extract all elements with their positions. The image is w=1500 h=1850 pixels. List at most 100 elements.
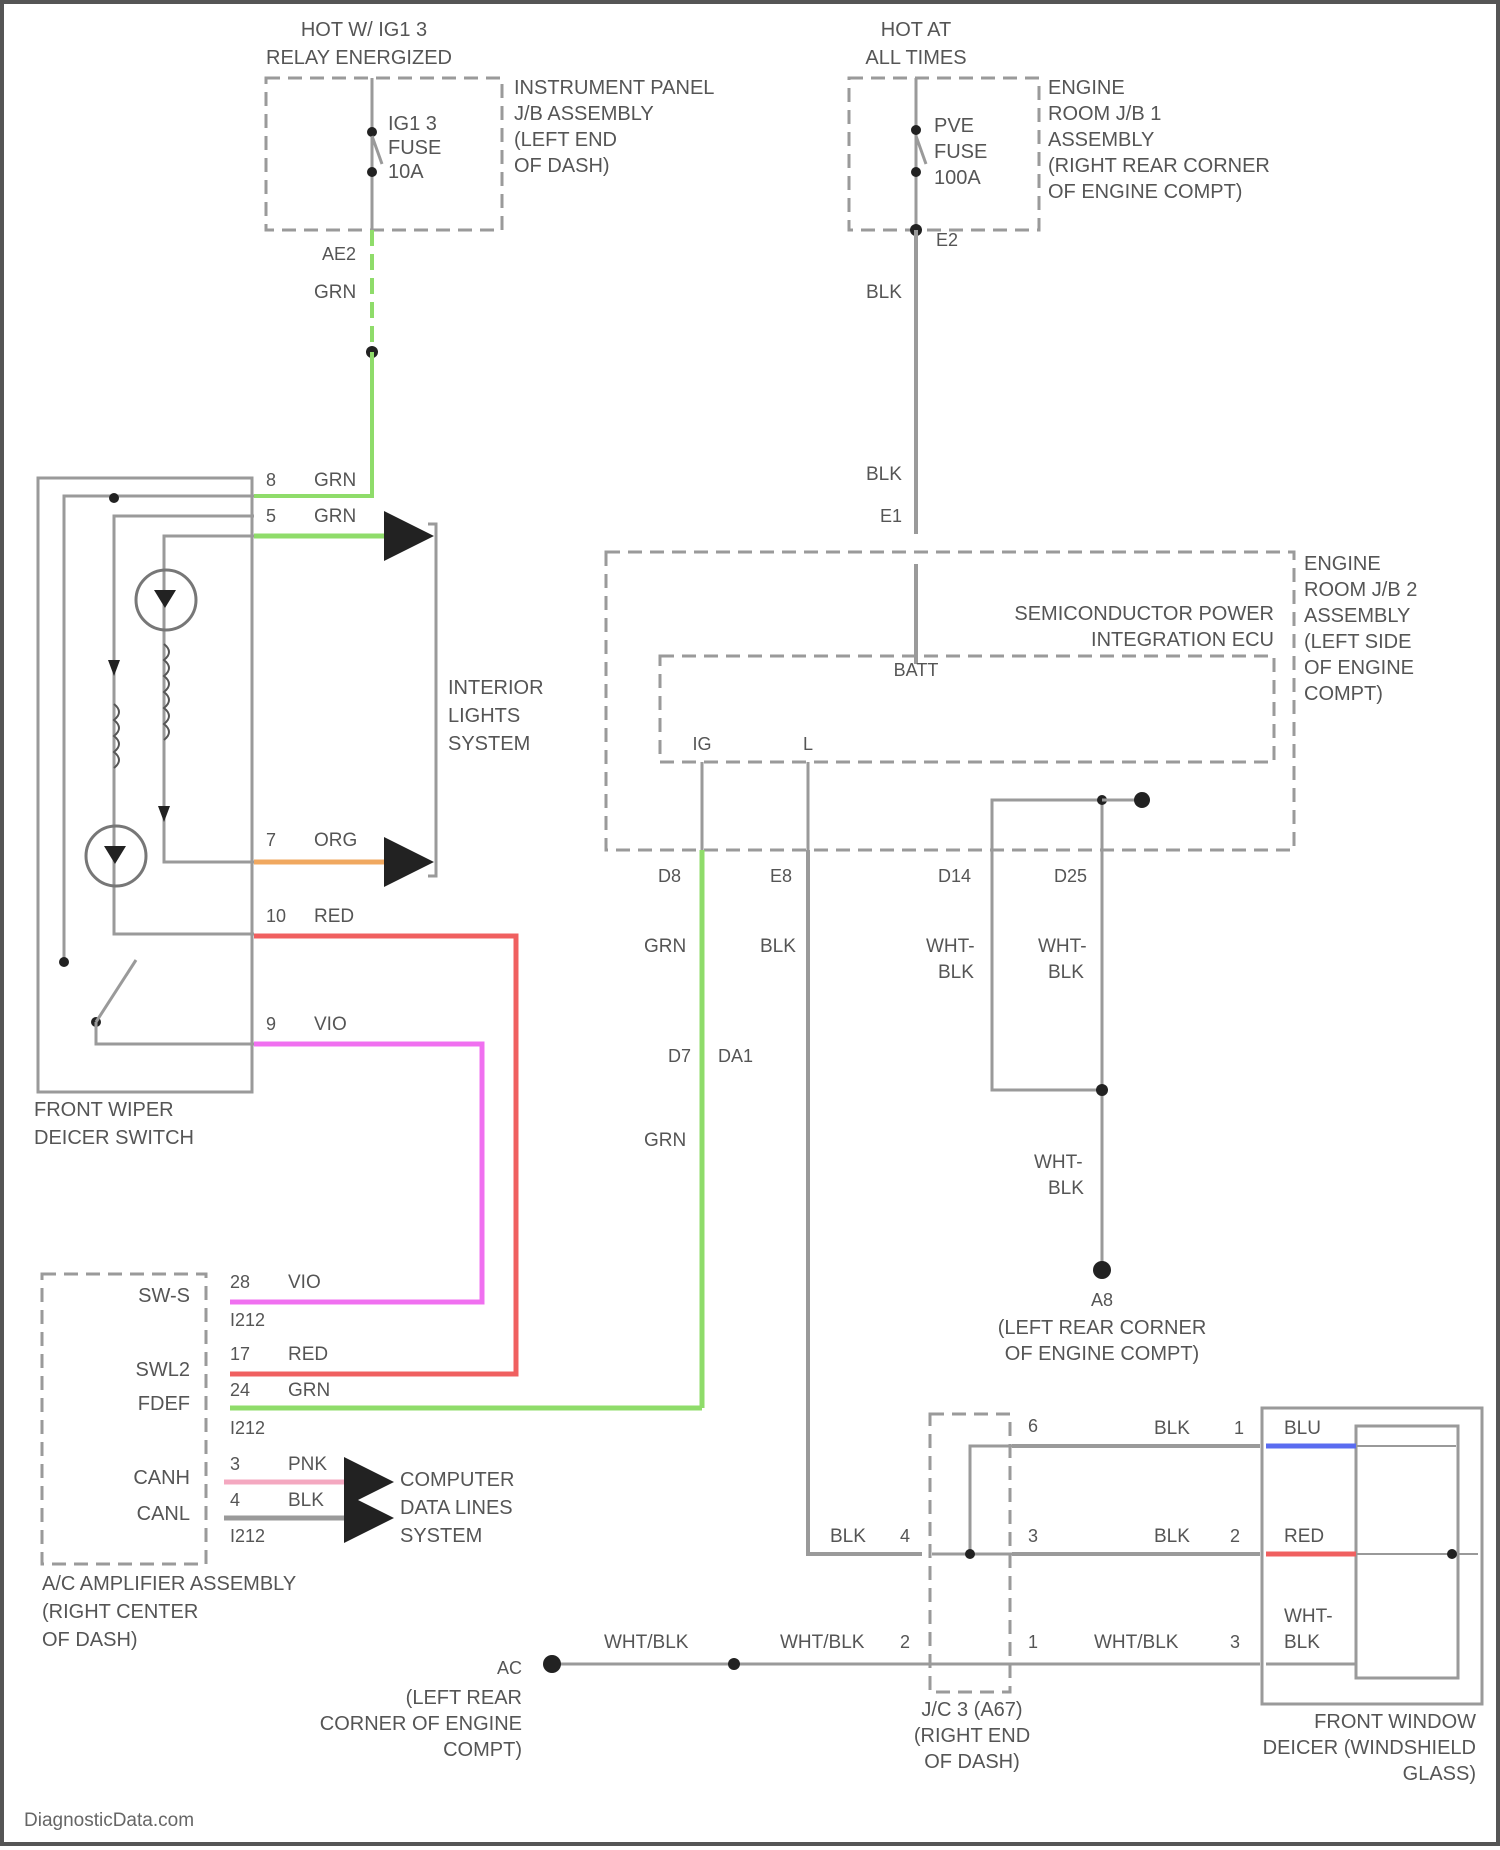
amp-pin-canl: CANL (137, 1503, 190, 1525)
fuse-node (911, 125, 921, 135)
jc-internal-6 (932, 1446, 1012, 1554)
heater-grid (1356, 1446, 1478, 1554)
wire-color-blk: BLK (1154, 1526, 1190, 1547)
wire-color-wht: WHT- (1034, 1152, 1083, 1173)
wire-color-blk: BLK (288, 1490, 324, 1511)
wire-color-wht: WHT- (926, 936, 975, 957)
pin-l: L (803, 734, 813, 754)
ground-a8-label-3: OF ENGINE COMPT) (1005, 1343, 1199, 1365)
connector-ae2: AE2 (322, 244, 356, 264)
er-jb2-box (606, 552, 1294, 850)
fuse-node (367, 127, 377, 137)
wire-color-vio: VIO (314, 1014, 347, 1035)
wire-color-pnk: PNK (288, 1454, 327, 1475)
ip-jb-label-2: J/B ASSEMBLY (514, 103, 654, 125)
wire-color-grn: GRN (314, 506, 356, 527)
wht-blk-d14-wire (992, 850, 1102, 1090)
wire-color-blk: BLK (760, 936, 796, 957)
wire-color-blk: BLK (1154, 1418, 1190, 1439)
spi-ecu-label-2: INTEGRATION ECU (1091, 629, 1274, 651)
interior-bracket (428, 524, 436, 876)
switch-internal-b (164, 536, 254, 862)
er-jb2-label-2: ROOM J/B 2 (1304, 579, 1417, 601)
wire-color-wht-blk: WHT/BLK (604, 1632, 689, 1653)
connector-e2: E2 (936, 230, 958, 250)
ig-fuse-label-1: IG1 3 (388, 113, 437, 135)
jc3-label-3: OF DASH) (924, 1751, 1020, 1773)
ground-point (1134, 792, 1150, 808)
jc-pin-4: 4 (900, 1526, 910, 1546)
fuse-node (911, 167, 921, 177)
switch-pin-10: 10 (266, 906, 286, 926)
deicer-label-2: DEICER (WINDSHIELD (1263, 1737, 1476, 1759)
wire-color-blk: BLK (830, 1526, 866, 1547)
switch-pin-7: 7 (266, 830, 276, 850)
hot-ig1-label-1: HOT W/ IG1 3 (301, 19, 427, 41)
wire-color-blk: BLK (866, 464, 902, 485)
ig-fuse-label-2: FUSE (388, 137, 441, 159)
wire-color-grn: GRN (314, 470, 356, 491)
wire-color-wht-blk: WHT/BLK (1094, 1632, 1179, 1653)
watermark: DiagnosticData.com (24, 1810, 194, 1831)
switch-contact (59, 957, 69, 967)
heater-node (1447, 1549, 1457, 1559)
comp-data-label-1: COMPUTER (400, 1469, 514, 1491)
wire-color-grn: GRN (314, 282, 356, 303)
amp-pin-17: 17 (230, 1344, 250, 1364)
er-jb2-label-5: OF ENGINE (1304, 657, 1414, 679)
red-wire (230, 936, 516, 1374)
amp-pin-3: 3 (230, 1454, 240, 1474)
connector-i212: I212 (230, 1526, 265, 1546)
ig-fuse-label-3: 10A (388, 161, 424, 183)
er-jb1-label-1: ENGINE (1048, 77, 1125, 99)
wire-color-blk: BLK (1284, 1632, 1320, 1653)
wire-color-red: RED (288, 1344, 328, 1365)
ip-jb-label-4: OF DASH) (514, 155, 610, 177)
ground-a8-icon (1093, 1261, 1111, 1279)
hot-all-label-1: HOT AT (881, 19, 951, 41)
ground-ac-label-2: (LEFT REAR (406, 1687, 522, 1709)
wiring-diagram: HOT W/ IG1 3 RELAY ENERGIZED IG1 3 FUSE … (4, 4, 1500, 1850)
connector-e1: E1 (880, 506, 902, 526)
wire-color-red: RED (1284, 1526, 1324, 1547)
wire-color-blk: BLK (1048, 1178, 1084, 1199)
connector-i212: I212 (230, 1418, 265, 1438)
wire-color-wht-blk: WHT/BLK (780, 1632, 865, 1653)
er-jb2-label-4: (LEFT SIDE (1304, 631, 1411, 653)
fwd-switch-label-1: FRONT WIPER (34, 1099, 174, 1121)
jc-pin-6: 6 (1028, 1416, 1038, 1436)
connector-d25: D25 (1054, 866, 1087, 886)
wire-color-wht: WHT- (1284, 1606, 1333, 1627)
spi-ecu-label-1: SEMICONDUCTOR POWER (1014, 603, 1274, 625)
connector-d8: D8 (658, 866, 681, 886)
er-jb2-label-3: ASSEMBLY (1304, 605, 1410, 627)
er-jb2-label-6: COMPT) (1304, 683, 1383, 705)
jc-pin-3: 3 (1028, 1526, 1038, 1546)
wire-color-grn: GRN (288, 1380, 330, 1401)
pin-batt: BATT (894, 660, 939, 680)
amp-pin-swl2: SWL2 (136, 1359, 190, 1381)
switch-node (109, 493, 119, 503)
wire-color-blk: BLK (938, 962, 974, 983)
interior-label-1: INTERIOR (448, 677, 544, 699)
jc3-label-2: (RIGHT END (914, 1725, 1030, 1747)
amp-pin-4: 4 (230, 1490, 240, 1510)
wire-color-org: ORG (314, 830, 357, 851)
coil (164, 644, 169, 740)
switch-pin-8: 8 (266, 470, 276, 490)
fuse-node (367, 167, 377, 177)
ip-jb-box (266, 78, 502, 230)
interior-label-2: LIGHTS (448, 705, 520, 727)
deicer-pin-2: 2 (1230, 1526, 1240, 1546)
ground-a8-label-1: A8 (1091, 1290, 1113, 1310)
switch-pin-5: 5 (266, 506, 276, 526)
splice-node (1096, 1084, 1108, 1096)
er-jb1-label-4: (RIGHT REAR CORNER (1048, 155, 1270, 177)
wire-color-vio: VIO (288, 1272, 321, 1293)
pve-label-2: FUSE (934, 141, 987, 163)
switch-feed (64, 496, 254, 962)
ac-amp-label-2: (RIGHT CENTER (42, 1601, 198, 1623)
ip-jb-label-1: INSTRUMENT PANEL (514, 77, 714, 99)
wire-color-grn: GRN (644, 1130, 686, 1151)
